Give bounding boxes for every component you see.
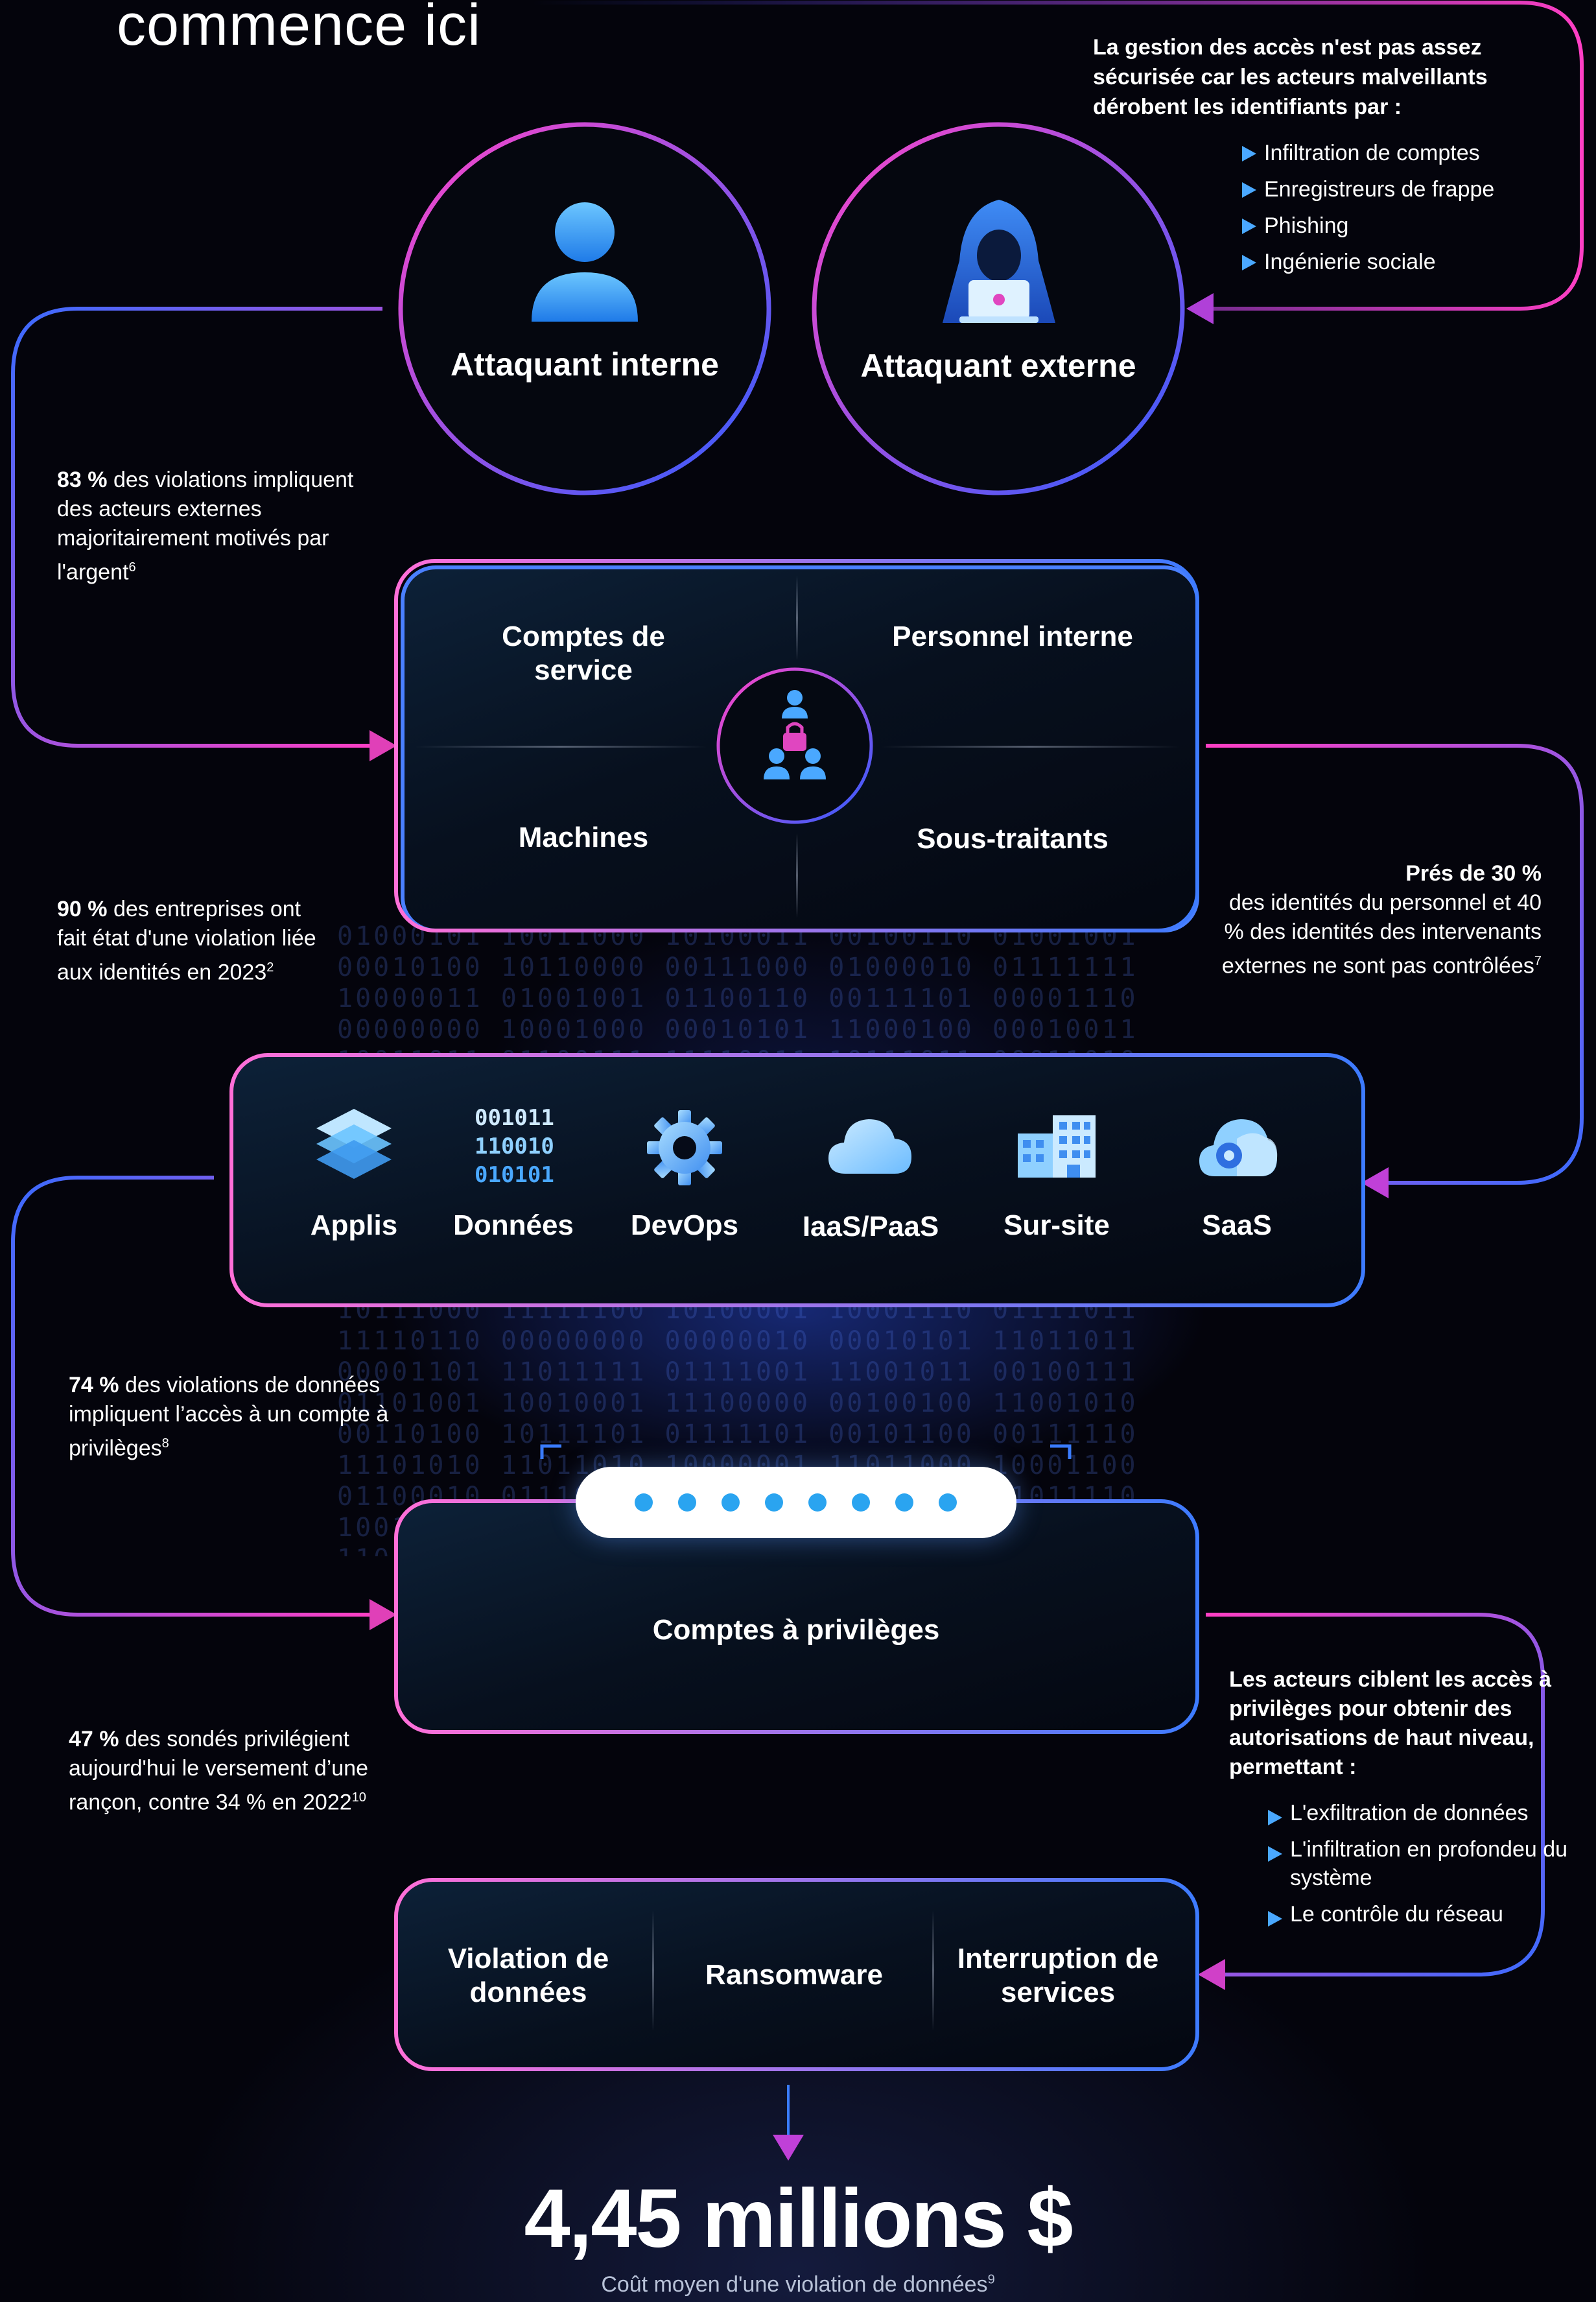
intro-note-text: La gestion des accès n'est pas assez séc… [1093, 35, 1488, 119]
data-bits-line: 110010 [475, 1133, 554, 1159]
actors-note-text: Les acteurs ciblent les accès à privilèg… [1229, 1667, 1552, 1779]
divider [796, 833, 798, 918]
resource-data: Données [453, 1209, 574, 1241]
outcome-ransomware: Ransomware [705, 1959, 883, 1991]
stat-text: des entreprises ont fait état d'une viol… [57, 897, 316, 985]
cost-caption-text: Coût moyen d'une violation de données [601, 2272, 988, 2297]
resource-apps: Applis [310, 1209, 398, 1241]
list-item: Enregistreurs de frappe [1242, 171, 1566, 208]
list-item: L'infiltration en profondeu du système [1268, 1835, 1573, 1892]
list-item: Le contrôle du réseau [1268, 1900, 1573, 1928]
list-item: Ingénierie sociale [1242, 244, 1566, 280]
dots-icon [635, 1493, 957, 1512]
list-item: Phishing [1242, 208, 1566, 244]
resource-saas: SaaS [1202, 1209, 1272, 1241]
cost-caption: Coût moyen d'une violation de données9 [0, 2272, 1596, 2297]
footnote-ref: 10 [351, 1790, 366, 1805]
resource-devops: DevOps [630, 1209, 739, 1241]
stat-text: des sondés privilégient aujourd'hui le v… [69, 1727, 369, 1815]
stat-text: des violations de données impliquent l’a… [69, 1373, 389, 1461]
identity-service-accounts: Comptes de service [502, 621, 665, 686]
footnote-ref: 6 [128, 560, 136, 575]
stat-note-90: 90 % des entreprises ont fait état d'une… [57, 895, 329, 987]
stat-text: des violations impliquent des acteurs ex… [57, 468, 354, 585]
privileged-accounts-label: Comptes à privilèges [652, 1614, 940, 1646]
resource-onsite: Sur-site [1003, 1209, 1110, 1241]
outcome-data-breach: Violation de données [447, 1943, 609, 2008]
outcome-service-interruption: Interruption de services [957, 1943, 1159, 2008]
stat-value: 74 % [69, 1373, 119, 1397]
footnote-ref: 8 [161, 1436, 169, 1451]
identity-machines: Machines [518, 822, 649, 853]
person-icon [532, 202, 638, 322]
resources-box [229, 1053, 1365, 1307]
building-icon [1018, 1115, 1096, 1178]
divider [796, 576, 798, 660]
stat-note-74: 74 % des violations de données impliquen… [69, 1371, 406, 1463]
cloud-icon [828, 1119, 911, 1174]
stat-value: 47 % [69, 1727, 119, 1751]
stat-value: 83 % [57, 468, 108, 492]
external-attacker-label: Attaquant externe [860, 348, 1136, 384]
stat-value: 90 % [57, 897, 108, 921]
divider [415, 746, 707, 748]
data-bits-icon: 001011 110010 010101 [475, 1104, 554, 1189]
footnote-ref: 2 [266, 960, 274, 975]
identities-box-border [394, 559, 1199, 932]
intro-bullet-list: Infiltration de comptes Enregistreurs de… [1242, 135, 1566, 280]
data-bits-line: 001011 [475, 1105, 554, 1131]
hacker-icon [943, 200, 1055, 323]
actors-bullet-list: L'exfiltration de données L'infiltration… [1268, 1799, 1573, 1928]
divider [882, 746, 1180, 748]
stat-note-83: 83 % des violations impliquent des acteu… [57, 466, 362, 587]
list-item: Infiltration de comptes [1242, 135, 1566, 171]
page-title: commence ici [117, 0, 482, 58]
arrow-down-icon [773, 2135, 804, 2161]
identity-subcontractors: Sous-traitants [917, 823, 1109, 855]
identity-internal-staff: Personnel interne [892, 621, 1133, 652]
cloud-gear-icon [1199, 1119, 1278, 1176]
data-bits-line: 010101 [475, 1162, 554, 1188]
internal-attacker-circle: Attaquant interne [401, 125, 769, 493]
layers-icon [316, 1109, 392, 1179]
divider [932, 1910, 934, 2031]
divider [652, 1910, 654, 2031]
footnote-ref: 9 [987, 2272, 995, 2287]
identity-network-icon [716, 667, 873, 824]
stat-value: Prés de 30 % [1405, 861, 1542, 886]
stat-text: des identités du personnel et 40 % des i… [1221, 890, 1542, 979]
gear-icon [647, 1110, 722, 1185]
stat-note-47: 47 % des sondés privilégient aujourd'hui… [69, 1725, 393, 1817]
cost-value: 4,45 millions $ [524, 2172, 1073, 2265]
external-attacker-circle: Attaquant externe [814, 125, 1182, 493]
stat-note-30: Prés de 30 % des identités du personnel e… [1219, 859, 1542, 980]
internal-attacker-label: Attaquant interne [451, 346, 719, 383]
outcomes-box [394, 1878, 1199, 2071]
footnote-ref: 7 [1534, 954, 1542, 968]
resource-iaas: IaaS/PaaS [802, 1211, 939, 1242]
password-field [576, 1467, 1016, 1538]
list-item: L'exfiltration de données [1268, 1799, 1573, 1827]
